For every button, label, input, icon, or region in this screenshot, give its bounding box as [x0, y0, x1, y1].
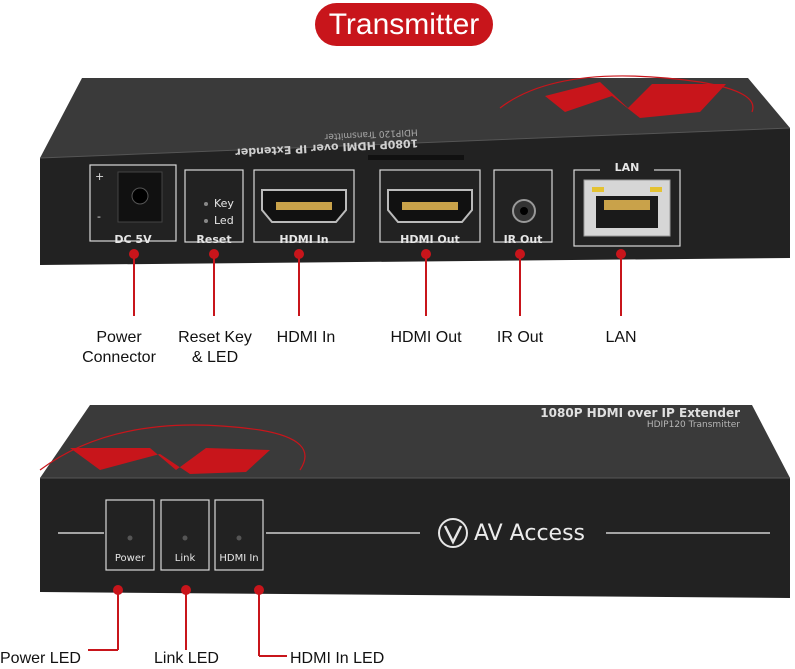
hdmi-in-led: [236, 535, 242, 541]
lan-label: LAN: [600, 161, 654, 174]
bottom-logo-arc: [39, 424, 306, 471]
hdmi-in-label: HDMI In: [279, 233, 329, 246]
callout-link-led: Link LED: [154, 650, 219, 667]
callout-hdmi-out: HDMI Out: [390, 329, 462, 346]
hdmi-out-label: HDMI Out: [400, 233, 460, 246]
callout-hdmi-in-led: HDMI In LED: [290, 650, 385, 667]
key-label: Key: [214, 197, 234, 210]
polarity-minus: -: [97, 210, 101, 223]
ir-out-label: IR Out: [503, 233, 543, 246]
callout-reset-key: Reset Key& LED: [178, 329, 252, 366]
brand-logo-icon: [438, 518, 468, 548]
power-led: [127, 535, 133, 541]
ir-out-frame: [493, 169, 553, 243]
led-label: Led: [214, 214, 234, 227]
power-led-label: Power: [114, 553, 146, 564]
reset-port-frame: [184, 169, 244, 243]
dc-port-frame: [89, 164, 177, 242]
callout-lan: LAN: [605, 329, 637, 346]
callout-ir-out: IR Out: [496, 329, 544, 346]
brand-name: AV Access: [474, 521, 585, 546]
hdmi-in-led-frame: [214, 499, 264, 571]
bottom-silkscreen: 1080P HDMI over IP Extender HDIP120 Tran…: [540, 406, 740, 430]
hdmi-out-frame: [379, 169, 481, 243]
hdmi-in-frame: [253, 169, 355, 243]
bottom-logo-mark: [70, 448, 270, 474]
top-slot: [368, 155, 464, 160]
top-logo-mark: [545, 82, 726, 118]
bottom-device-front: [40, 478, 790, 598]
polarity-plus: +: [95, 170, 105, 183]
reset-key-hole: [204, 202, 208, 206]
hdmi-in-led-label: HDMI In: [219, 553, 259, 564]
link-led-frame: [160, 499, 210, 571]
top-logo-arc: [499, 75, 754, 113]
reset-led-dot: [204, 219, 208, 223]
link-led-label: Link: [174, 553, 196, 564]
dc-label: DC 5V: [114, 233, 152, 246]
power-led-frame: [105, 499, 155, 571]
callout-power-led: Power LED: [0, 650, 81, 667]
link-led: [182, 535, 188, 541]
reset-label: Reset: [196, 233, 232, 246]
callout-hdmi-in: HDMI In: [276, 329, 336, 346]
title-badge: Transmitter: [315, 3, 493, 46]
